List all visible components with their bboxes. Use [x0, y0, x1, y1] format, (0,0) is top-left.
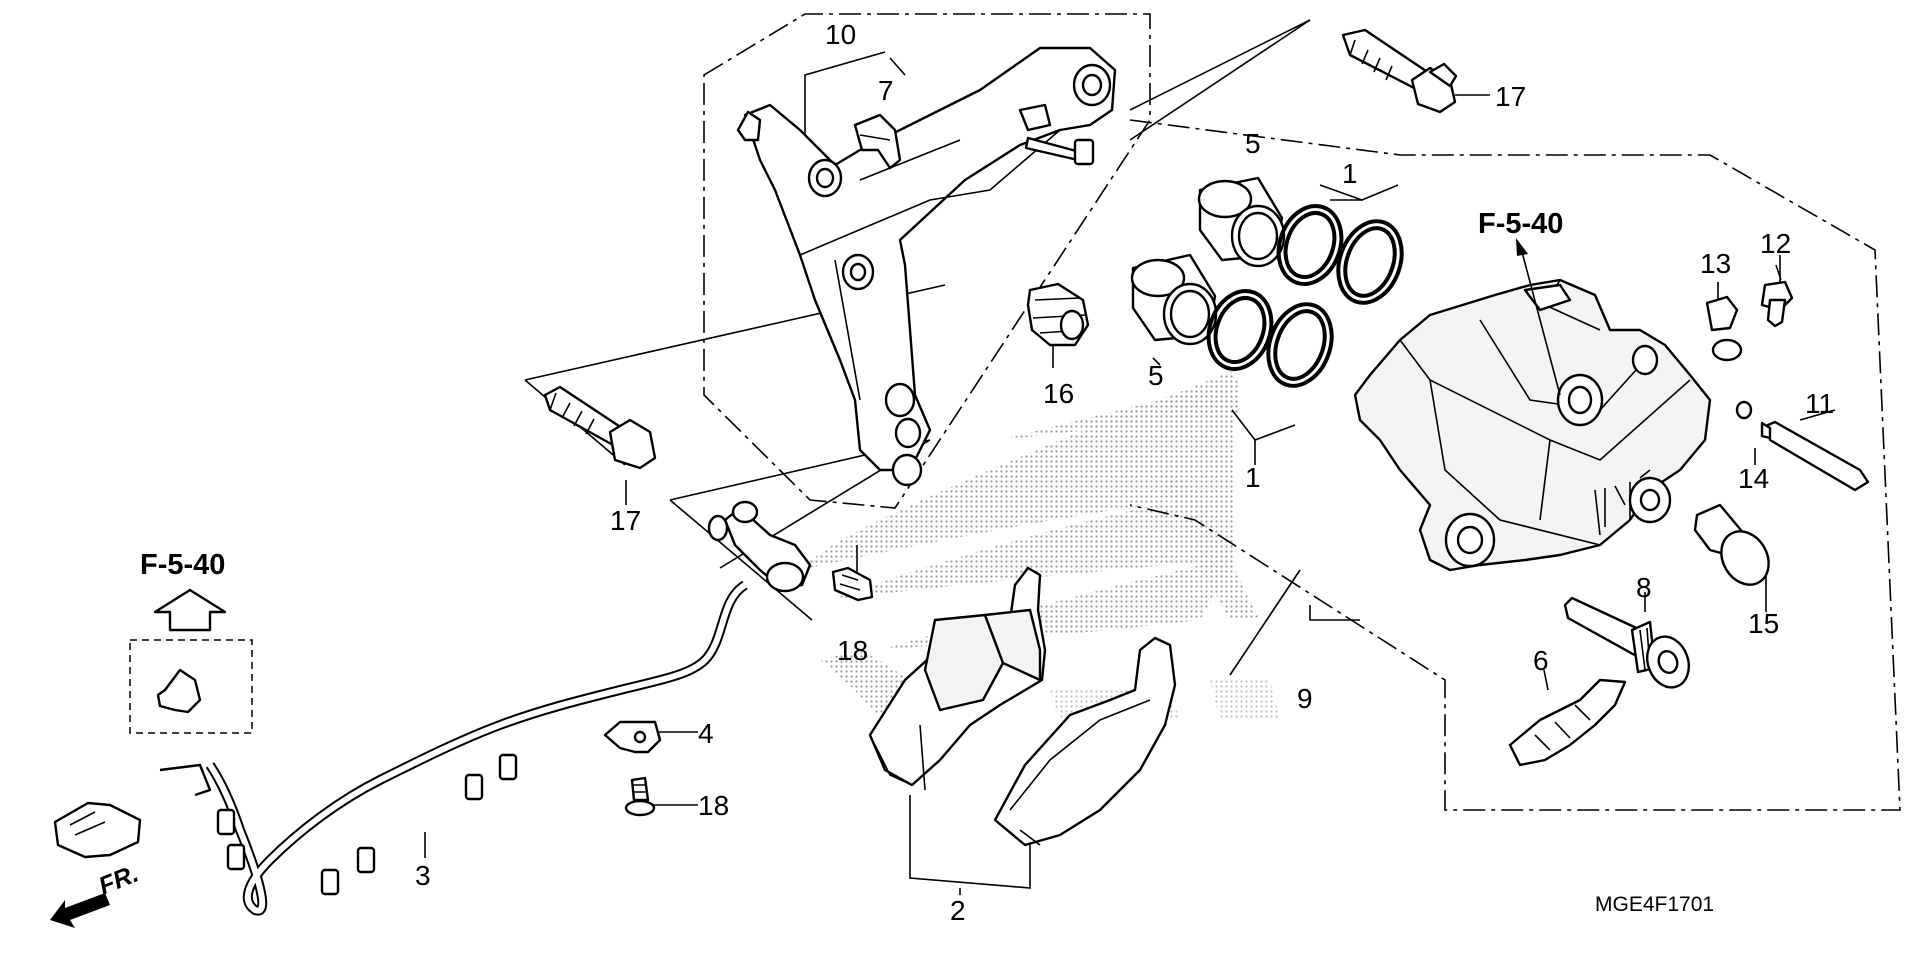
washer-part-14	[1735, 400, 1753, 420]
callout-12: 12	[1760, 228, 1791, 259]
front-direction-arrow	[50, 893, 110, 928]
callout-4: 4	[698, 718, 714, 749]
assembly-outlines	[129, 13, 1901, 811]
bolt-part-18-lower	[624, 776, 656, 817]
brake-pad-part-2-front	[868, 566, 1047, 791]
callout-18-lower: 18	[698, 790, 729, 821]
callout-2: 2	[950, 895, 966, 926]
callout-18-upper: 18	[837, 635, 868, 666]
callout-7: 7	[878, 75, 894, 106]
reference-arrow-left	[153, 588, 227, 632]
bolt-part-17-upper	[1341, 28, 1458, 114]
callout-13: 13	[1700, 248, 1731, 279]
front-direction-label: FR.	[95, 860, 143, 901]
sensor-harness-part-3	[53, 580, 749, 916]
clip-inset-part	[156, 668, 202, 714]
bleeder-valve-part-12	[1760, 264, 1794, 328]
brake-pad-part-2-rear	[993, 636, 1177, 847]
piston-part-5-lower	[1130, 253, 1218, 346]
caliper-assembly-outline	[1129, 119, 1901, 811]
boot-part-16	[1026, 282, 1090, 347]
bolt-part-18-upper	[831, 566, 874, 602]
callout-1-lower: 1	[1245, 462, 1261, 493]
diagram-code: MGE4F1701	[1595, 893, 1714, 916]
callout-15: 15	[1748, 608, 1779, 639]
callout-5-lower: 5	[1148, 360, 1164, 391]
callout-10: 10	[825, 19, 856, 50]
callout-8: 8	[1636, 572, 1652, 603]
seal-kit-part-1-upper	[1276, 204, 1404, 305]
callout-3: 3	[415, 860, 431, 891]
callout-5-upper: 5	[1245, 128, 1261, 159]
callout-17-upper: 17	[1495, 81, 1526, 112]
callout-16: 16	[1043, 378, 1074, 409]
pad-pin-part-11	[1760, 420, 1870, 492]
reference-label-left: F-5-40	[140, 549, 225, 581]
caliper-bracket-part-10	[736, 46, 1117, 487]
reference-arrow-upper	[1516, 238, 1561, 396]
callout-17-lower: 17	[610, 505, 641, 536]
callout-11: 11	[1805, 388, 1834, 419]
caliper-body	[1353, 278, 1712, 572]
seal-kit-part-1-lower	[1206, 289, 1334, 388]
bracket-assembly-outline	[703, 13, 1151, 509]
piston-part-5-upper	[1197, 176, 1286, 268]
reference-label-upper: F-5-40	[1478, 208, 1563, 240]
callout-1-upper: 1	[1342, 158, 1358, 189]
bolt-part-17-lower	[543, 385, 657, 470]
pad-spring-part-7	[853, 113, 902, 170]
bolt-part-15	[1693, 503, 1770, 586]
speed-sensor	[707, 500, 812, 593]
callout-14: 14	[1738, 463, 1769, 494]
bleeder-cap-part-13	[1705, 295, 1743, 362]
callouts: 10 7 17 5 1 13 12 16 5 1 11 14 17 8 15 1…	[415, 19, 1834, 926]
clamp-part-4	[603, 720, 662, 754]
slide-pin-part-8	[1563, 596, 1690, 689]
callout-9: 9	[1297, 683, 1313, 714]
callout-6: 6	[1533, 645, 1549, 676]
pad-spring-part-6	[1508, 678, 1627, 767]
